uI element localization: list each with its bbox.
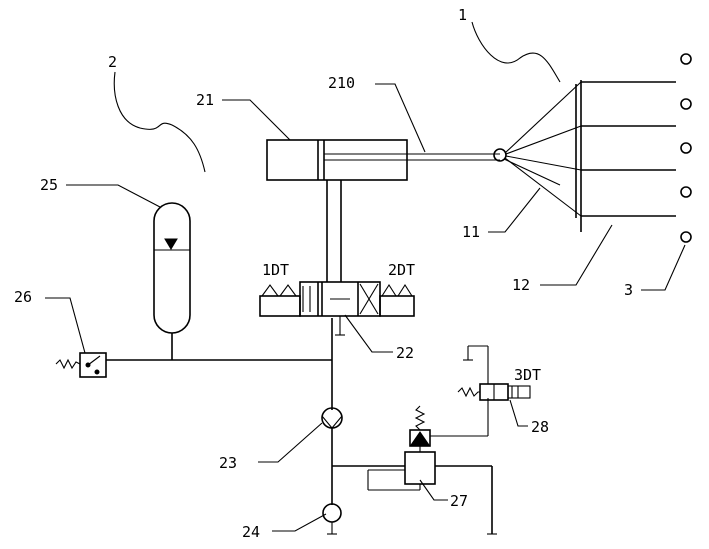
link-4	[504, 157, 582, 217]
label-21: 21	[196, 91, 214, 109]
solenoid-3dt-icon	[511, 386, 519, 398]
pressure-switch	[55, 352, 107, 378]
hydraulic-cylinder	[266, 139, 500, 282]
leader-26	[45, 297, 86, 354]
workpiece-4	[680, 186, 692, 198]
level-marker-icon	[164, 238, 178, 250]
solenoid-2dt-icon	[381, 283, 413, 297]
link-5	[503, 158, 561, 186]
directional-valve	[259, 281, 415, 336]
label-1: 1	[458, 6, 467, 24]
solenoid-valve	[457, 345, 531, 401]
solenoid-spring-icon	[457, 386, 480, 398]
leader-2	[113, 71, 206, 173]
unload-arrow-icon	[410, 431, 430, 446]
solenoid-1dt	[259, 295, 301, 317]
link-3	[505, 155, 582, 171]
leader-1	[471, 21, 561, 83]
leader-3	[641, 244, 686, 291]
label-25: 25	[40, 176, 58, 194]
solenoid-3dt	[507, 385, 531, 399]
leader-21	[222, 99, 291, 141]
workpiece-1	[680, 53, 692, 65]
workpiece-3	[680, 142, 692, 154]
leader-210	[375, 83, 426, 153]
label-12: 12	[512, 276, 530, 294]
solenoid-2dt	[379, 295, 415, 317]
leader-25	[66, 184, 161, 208]
link-2	[505, 125, 582, 155]
link-1	[504, 81, 582, 154]
check-valve	[321, 407, 343, 429]
switch-lever	[87, 355, 101, 366]
rod-joint	[493, 148, 507, 162]
leader-lines	[45, 21, 686, 532]
label-2dt: 2DT	[388, 261, 415, 279]
relief-valve-body	[404, 451, 436, 485]
label-22: 22	[396, 344, 414, 362]
label-1dt: 1DT	[262, 261, 289, 279]
label-27: 27	[450, 492, 468, 510]
leader-28	[509, 399, 528, 427]
label-24: 24	[242, 523, 260, 541]
accumulator-body	[153, 202, 191, 334]
workpieces	[680, 53, 692, 243]
pressure-lines	[106, 318, 405, 505]
check-valve-body	[321, 407, 343, 429]
leader-24	[272, 513, 327, 532]
spring-icon	[55, 358, 81, 370]
leader-22	[344, 314, 393, 353]
label-2: 2	[108, 53, 117, 71]
leader-11	[488, 187, 541, 233]
leader-23	[258, 422, 323, 463]
label-11: 11	[462, 223, 480, 241]
label-3dt: 3DT	[514, 366, 541, 384]
accumulator	[153, 202, 191, 360]
workpiece-5	[680, 231, 692, 243]
label-23: 23	[219, 454, 237, 472]
reference-labels: 1 2 3 11 12 21 210 22 23 24 25 26 27 28 …	[14, 6, 633, 541]
label-26: 26	[14, 288, 32, 306]
label-3: 3	[624, 281, 633, 299]
linkage-assembly	[493, 80, 676, 232]
workpiece-2	[680, 98, 692, 110]
solenoid-1dt-icon	[261, 284, 297, 297]
pump	[322, 503, 342, 535]
switch-contact-b	[94, 369, 100, 375]
relief-valve	[367, 398, 497, 535]
label-210: 210	[328, 74, 355, 92]
leader-12	[540, 224, 613, 286]
label-28: 28	[531, 418, 549, 436]
pump-body	[322, 503, 342, 523]
switch-body	[79, 352, 107, 378]
unload-spring-icon	[414, 405, 426, 431]
valve-cross-b	[359, 283, 379, 315]
check-valve-seat	[321, 415, 343, 429]
leader-27	[419, 479, 448, 501]
